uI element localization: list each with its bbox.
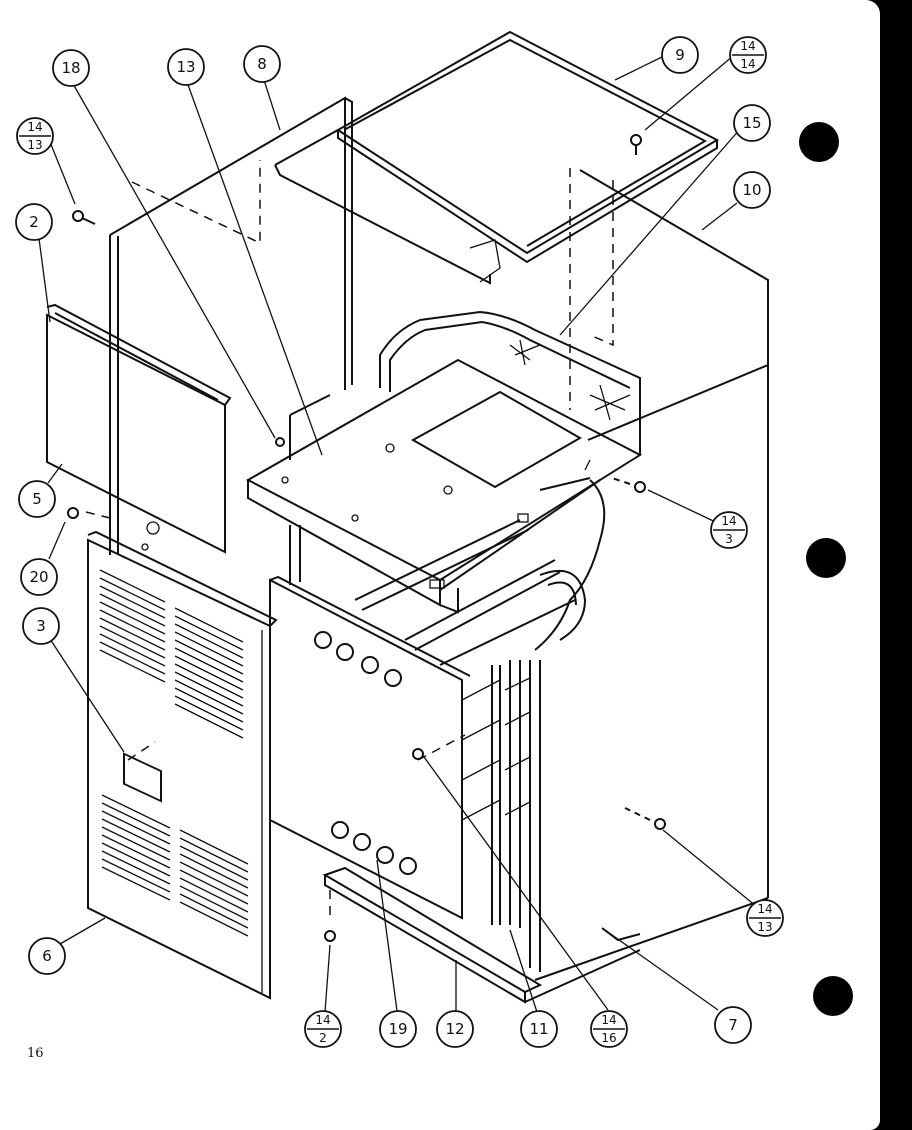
fraction-top: 14 <box>27 120 42 134</box>
callout-5: 5 <box>18 480 56 518</box>
fraction-callout-14-2: 14 2 <box>304 1010 342 1048</box>
fraction-callout-14-3: 14 3 <box>710 511 748 549</box>
callout-18: 18 <box>52 49 90 87</box>
callout-label: 2 <box>29 213 39 231</box>
fraction-callout-14-16: 14 16 <box>590 1010 628 1048</box>
bottom-clip <box>601 927 641 942</box>
callout-label: 18 <box>61 59 80 77</box>
callout-11: 11 <box>520 1010 558 1048</box>
callout-label: 11 <box>529 1020 548 1038</box>
screws <box>67 134 666 942</box>
fraction-bottom: 13 <box>27 138 42 152</box>
leader-lines <box>37 55 763 1013</box>
callout-9: 9 <box>661 36 699 74</box>
fraction-bottom: 14 <box>740 57 755 71</box>
right-side-panel <box>534 168 769 981</box>
callout-3: 3 <box>22 607 60 645</box>
callout-7: 7 <box>714 1006 752 1044</box>
front-control-panel <box>269 519 576 920</box>
callout-10: 10 <box>733 171 771 209</box>
fraction-top: 14 <box>315 1013 330 1027</box>
callout-15: 15 <box>733 104 771 142</box>
filter-panel <box>46 303 232 554</box>
callout-12: 12 <box>436 1010 474 1048</box>
callout-13: 13 <box>167 48 205 86</box>
heat-exchanger-assembly <box>379 310 641 651</box>
binder-hole-top <box>799 122 839 162</box>
callout-label: 10 <box>742 181 761 199</box>
fraction-top: 14 <box>601 1013 616 1027</box>
top-panel <box>274 30 720 285</box>
callout-label: 7 <box>728 1016 738 1034</box>
support-rails <box>461 660 541 972</box>
left-side-panel <box>109 96 353 585</box>
fraction-callout-14-14: 14 14 <box>729 36 767 74</box>
callout-8: 8 <box>243 45 281 83</box>
fraction-callout-14-13-right: 14 13 <box>746 899 784 937</box>
fraction-top: 14 <box>721 514 736 528</box>
callout-label: 15 <box>742 114 761 132</box>
louvered-door <box>87 530 278 1000</box>
callout-label: 9 <box>675 46 685 64</box>
page-number: 16 <box>27 1046 44 1061</box>
callout-2: 2 <box>15 203 53 241</box>
callout-label: 8 <box>257 55 267 73</box>
blower-deck <box>245 358 643 614</box>
binder-hole-bottom <box>813 976 853 1016</box>
fraction-bottom: 13 <box>757 920 772 934</box>
fraction-bottom: 16 <box>601 1031 616 1045</box>
callout-label: 20 <box>29 568 48 586</box>
bottom-rail <box>322 866 641 1004</box>
fraction-top: 14 <box>757 902 772 916</box>
callout-label: 6 <box>42 947 52 965</box>
callout-6: 6 <box>28 937 66 975</box>
fraction-callout-14-13-left: 14 13 <box>16 117 54 155</box>
fraction-bottom: 2 <box>319 1031 327 1045</box>
callout-19: 19 <box>379 1010 417 1048</box>
callout-label: 5 <box>32 490 42 508</box>
callout-label: 3 <box>36 617 46 635</box>
fraction-bottom: 3 <box>725 532 733 546</box>
binder-hole-middle <box>806 538 846 578</box>
callout-20: 20 <box>20 558 58 596</box>
callout-label: 13 <box>176 58 195 76</box>
callout-label: 19 <box>388 1020 407 1038</box>
callout-label: 12 <box>445 1020 464 1038</box>
fraction-top: 14 <box>740 39 755 53</box>
